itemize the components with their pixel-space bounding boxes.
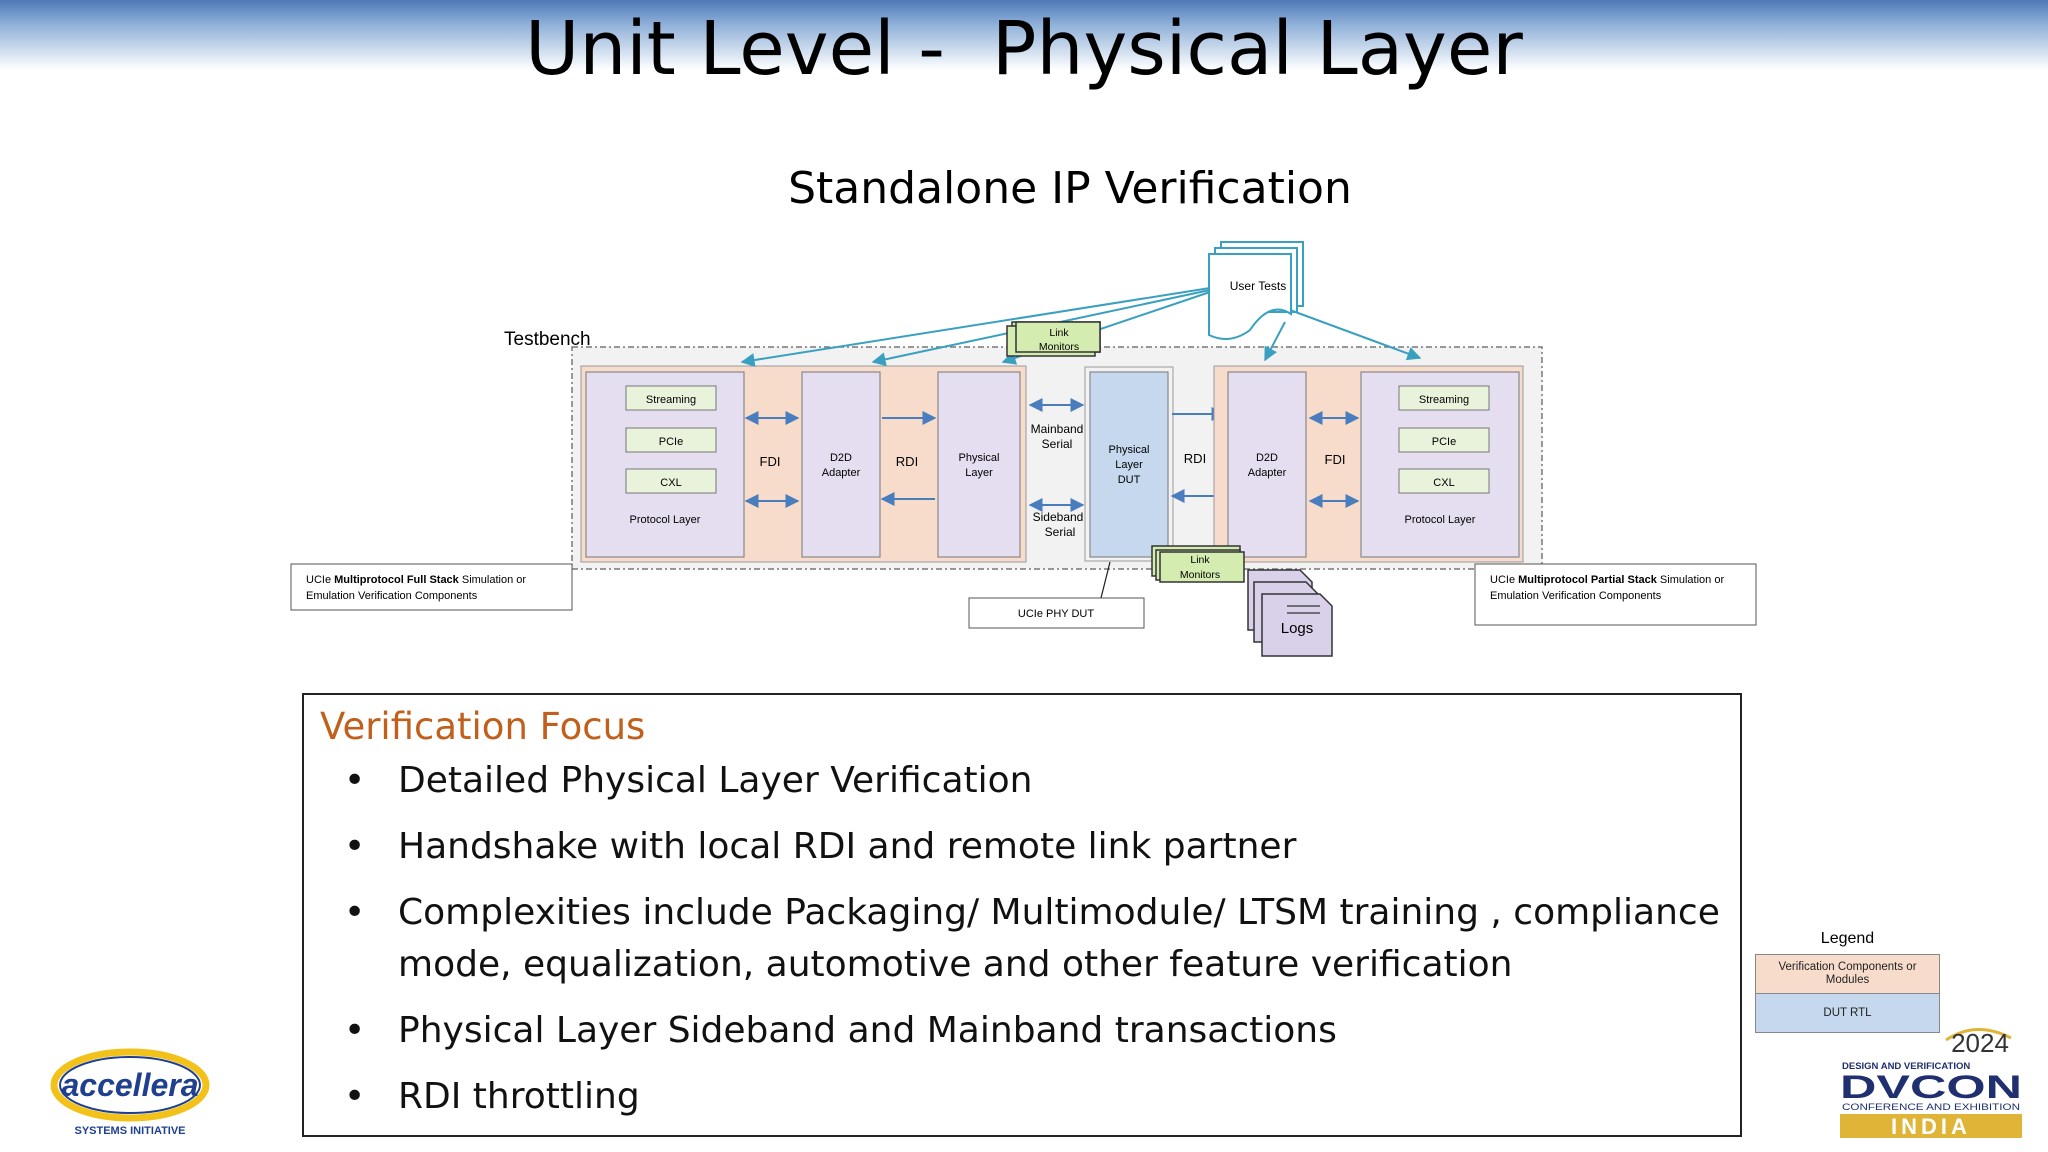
bullet-icon: • [344, 1010, 366, 1051]
dut-label-1: Physical [1109, 444, 1150, 456]
phy-dut-pointer [1100, 561, 1111, 599]
right-d2d-adapter [1227, 371, 1307, 558]
right-cxl-box [1398, 468, 1490, 494]
left-phy-label-1: Physical [959, 452, 1000, 464]
bullet-icon: • [344, 1076, 366, 1117]
accellera-logo: accellera SYSTEMS INITIATIVE [50, 1048, 210, 1137]
left-d2d-label-2: Adapter [822, 467, 861, 479]
legend: Legend Verification Components or Module… [1755, 930, 1940, 1033]
physical-layer-dut [1089, 371, 1169, 558]
left-cxl-label: CXL [660, 477, 681, 489]
link-monitors-top-1: Link [1049, 327, 1069, 339]
phy-dut-label-box [968, 597, 1145, 629]
focus-item: •Complexities include Packaging/ Multimo… [344, 887, 1728, 991]
partial-stack-note-line2: Emulation Verification Components [1490, 590, 1662, 602]
dvcon-region: INDIA [1891, 1114, 1971, 1139]
right-fdi-label: FDI [1325, 452, 1346, 467]
mainband-label-1: Mainband [1031, 422, 1084, 436]
bullet-icon: • [344, 892, 366, 933]
full-stack-note-box [290, 563, 573, 611]
left-pcie-box [625, 427, 717, 453]
right-streaming-label: Streaming [1419, 394, 1469, 406]
focus-item: •Handshake with local RDI and remote lin… [344, 821, 1728, 873]
partial-stack-note-box [1474, 563, 1757, 626]
dvcon-logo: 2024 DESIGN AND VERIFICATION DVCON CONFE… [1840, 1028, 2022, 1139]
left-streaming-box [625, 385, 717, 411]
slide-subtitle: Standalone IP Verification [788, 163, 1352, 214]
right-rdi-label: RDI [1184, 451, 1206, 466]
dvcon-sub: CONFERENCE AND EXHIBITION [1842, 1102, 2020, 1112]
left-fdi-label: FDI [760, 454, 781, 469]
right-streaming-box [1398, 385, 1490, 411]
logs-label: Logs [1281, 620, 1314, 637]
left-pcie-label: PCIe [659, 436, 683, 448]
link-monitors-bottom-1: Link [1190, 554, 1210, 566]
accellera-subtext: SYSTEMS INITIATIVE [74, 1125, 185, 1137]
bullet-icon: • [344, 826, 366, 867]
right-d2d-label-2: Adapter [1248, 467, 1287, 479]
accellera-wordmark: accellera [61, 1067, 198, 1103]
dvcon-tagline: DESIGN AND VERIFICATION [1842, 1061, 1970, 1072]
dut-label-2: Layer [1115, 459, 1143, 471]
link-monitors-bottom-2: Monitors [1180, 569, 1220, 581]
right-d2d-label-1: D2D [1256, 452, 1278, 464]
left-physical-layer [937, 371, 1021, 558]
right-pcie-label: PCIe [1432, 436, 1456, 448]
verification-focus-box: Verification Focus •Detailed Physical La… [302, 693, 1742, 1137]
legend-dut-rtl: DUT RTL [1755, 994, 1940, 1033]
testbench-label: Testbench [504, 329, 591, 350]
left-d2d-label-1: D2D [830, 452, 852, 464]
right-cxl-label: CXL [1433, 477, 1454, 489]
dvcon-year: 2024 [1951, 1028, 2009, 1058]
focus-item: •RDI throttling [344, 1071, 1728, 1123]
legend-title: Legend [1820, 930, 1875, 947]
left-rdi-label: RDI [896, 454, 918, 469]
left-d2d-adapter [801, 371, 881, 558]
sideband-label-1: Sideband [1033, 510, 1084, 524]
title-band [0, 0, 2048, 70]
slide-title: Unit Level - Physical Layer [525, 6, 1523, 92]
focus-item: •Physical Layer Sideband and Mainband tr… [344, 1005, 1728, 1057]
dvcon-name: DVCON [1840, 1069, 2022, 1105]
verification-focus-list: •Detailed Physical Layer Verification •H… [344, 755, 1728, 1137]
user-tests-label: User Tests [1230, 279, 1286, 293]
bullet-icon: • [344, 760, 366, 801]
right-pcie-box [1398, 427, 1490, 453]
sideband-label-2: Serial [1045, 525, 1076, 539]
left-protocol-label: Protocol Layer [630, 514, 701, 526]
left-phy-label-2: Layer [965, 467, 993, 479]
verification-focus-title: Verification Focus [320, 705, 646, 748]
user-tests-doc [1208, 241, 1304, 340]
left-cxl-box [625, 468, 717, 494]
focus-item: •Detailed Physical Layer Verification [344, 755, 1728, 807]
link-monitors-top-2: Monitors [1039, 341, 1079, 353]
dvcon-region-bar [1840, 1114, 2022, 1138]
architecture-diagram: Testbench Streaming PCIe CXL Protocol La… [290, 241, 1757, 657]
full-stack-note-line2: Emulation Verification Components [306, 590, 478, 602]
link-monitors-top [1006, 321, 1101, 357]
mainband-label-2: Serial [1042, 437, 1073, 451]
link-monitors-bottom [1151, 545, 1245, 583]
dut-label-3: DUT [1118, 474, 1141, 486]
phy-dut-label: UCIe PHY DUT [1018, 608, 1094, 620]
legend-verification-components: Verification Components or Modules [1755, 954, 1940, 994]
logs-doc [1247, 569, 1333, 657]
right-protocol-label: Protocol Layer [1405, 514, 1476, 526]
left-streaming-label: Streaming [646, 394, 696, 406]
partial-stack-note-line1: UCIe Multiprotocol Partial Stack Simulat… [1490, 574, 1724, 586]
full-stack-note-line1: UCIe Multiprotocol Full Stack Simulation… [306, 574, 526, 586]
